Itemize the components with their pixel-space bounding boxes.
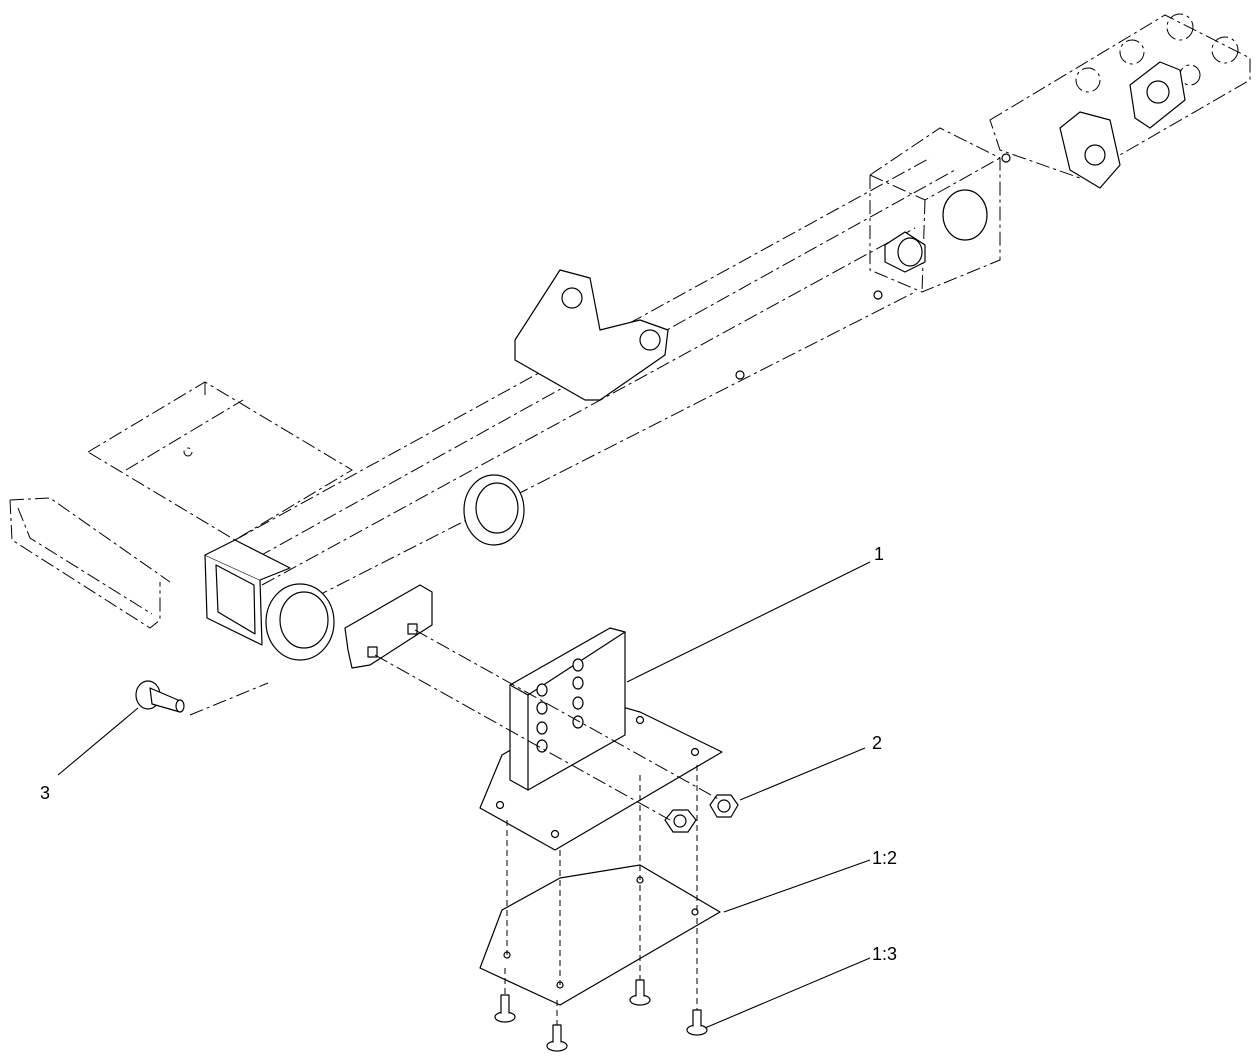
nut-2 xyxy=(709,794,739,818)
screw-1 xyxy=(494,994,516,1023)
callout-1: 1 xyxy=(626,544,884,683)
callout-label-1: 1 xyxy=(874,544,884,564)
callout-label-2: 2 xyxy=(872,733,882,753)
screw-3 xyxy=(629,979,651,1006)
screws xyxy=(494,979,708,1052)
screw-2 xyxy=(546,1024,568,1052)
callout-3: 3 xyxy=(40,707,139,803)
callout-2: 2 xyxy=(739,733,882,801)
screw-4 xyxy=(686,1009,708,1036)
nuts xyxy=(664,794,739,833)
bolt xyxy=(135,680,185,713)
callout-label-3: 3 xyxy=(40,783,50,803)
frame-assembly xyxy=(9,13,1251,669)
center-lines xyxy=(189,629,721,1025)
nut-1 xyxy=(664,809,697,833)
pad-plate xyxy=(479,864,721,1006)
callout-label-1-3: 1:3 xyxy=(872,944,897,964)
bracket-assembly xyxy=(479,627,723,851)
callout-1-3: 1:3 xyxy=(704,944,897,1029)
callout-label-1-2: 1:2 xyxy=(872,848,897,868)
callout-1-2: 1:2 xyxy=(723,848,897,913)
